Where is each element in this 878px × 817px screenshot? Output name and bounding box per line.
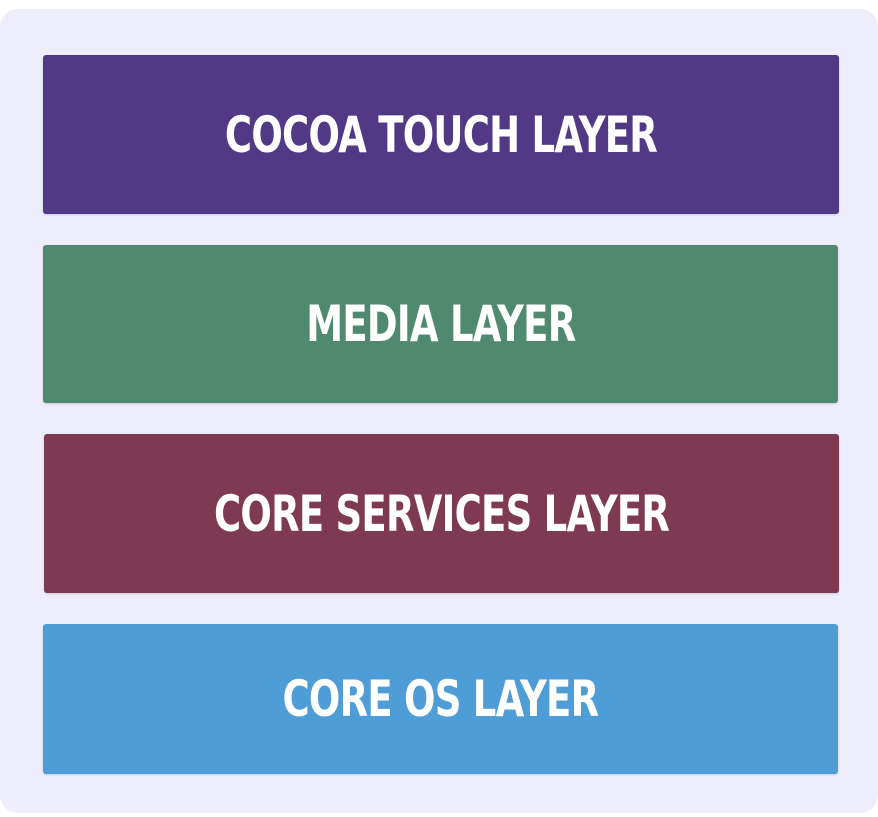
core-os-layer-block: CORE OS LAYER	[43, 624, 838, 774]
core-services-layer-label: CORE SERVICES LAYER	[213, 484, 670, 543]
cocoa-touch-layer-label: COCOA TOUCH LAYER	[224, 105, 658, 164]
media-layer-label: MEDIA LAYER	[305, 295, 576, 353]
media-layer-block: MEDIA LAYER	[43, 245, 838, 403]
core-os-layer-label: CORE OS LAYER	[282, 670, 600, 728]
cocoa-touch-layer-block: COCOA TOUCH LAYER	[43, 55, 839, 214]
diagram-panel: COCOA TOUCH LAYER MEDIA LAYER CORE SERVI…	[0, 9, 878, 813]
core-services-layer-block: CORE SERVICES LAYER	[44, 434, 839, 593]
